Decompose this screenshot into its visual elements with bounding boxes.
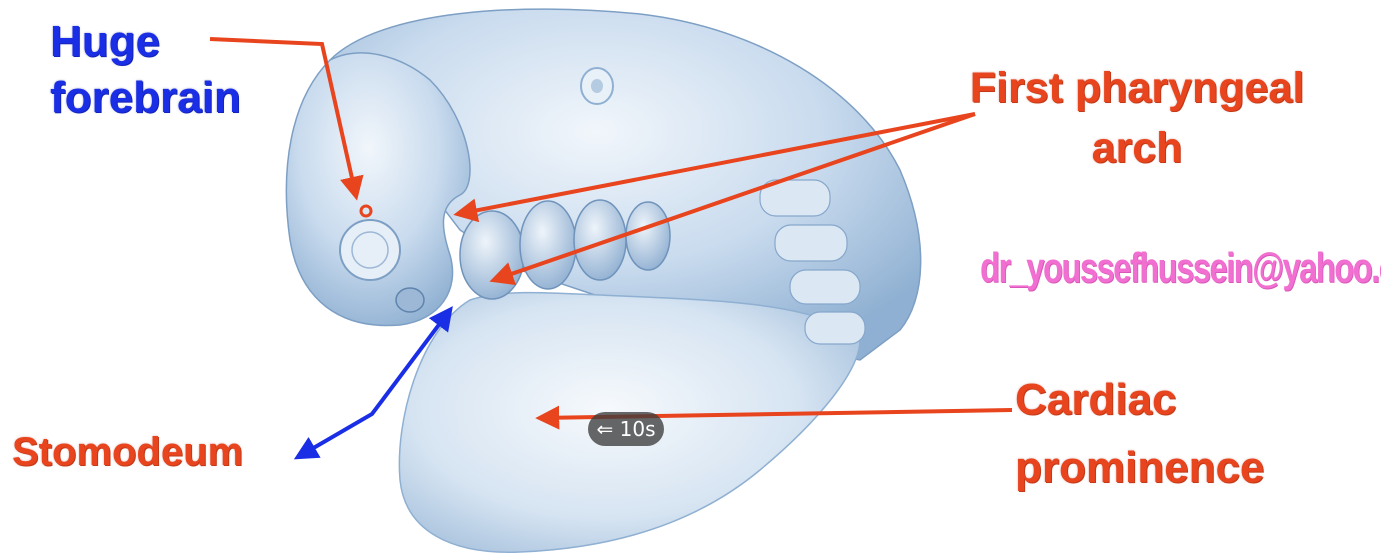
- arch-label-line-2: arch: [962, 118, 1312, 178]
- forebrain-label-line-1: Huge: [50, 14, 241, 70]
- pharyngeal-arch-3: [574, 200, 626, 280]
- forebrain-shape: [286, 53, 470, 326]
- optic-vesicle: [340, 220, 400, 280]
- cardiac-prominence-label: Cardiac prominence: [1015, 366, 1264, 502]
- stomodeum-label: Stomodeum: [12, 432, 243, 472]
- pharyngeal-arch-2: [520, 201, 576, 289]
- first-pharyngeal-arch-label: First pharyngeal arch: [962, 58, 1312, 178]
- forebrain-label-line-2: forebrain: [50, 70, 241, 126]
- email-watermark: dr_youssefhussein@yahoo.com: [980, 247, 1381, 289]
- skip-back-10s-button[interactable]: ⇐ 10s: [588, 412, 664, 446]
- pharyngeal-arch-4: [626, 202, 670, 270]
- arch-label-line-1: First pharyngeal: [962, 58, 1312, 118]
- cardiac-label-line-2: prominence: [1015, 434, 1264, 502]
- huge-forebrain-label: Huge forebrain: [50, 14, 241, 126]
- pharyngeal-arch-1: [460, 211, 524, 299]
- cardiac-label-line-1: Cardiac: [1015, 366, 1264, 434]
- nasal-pit: [396, 288, 424, 312]
